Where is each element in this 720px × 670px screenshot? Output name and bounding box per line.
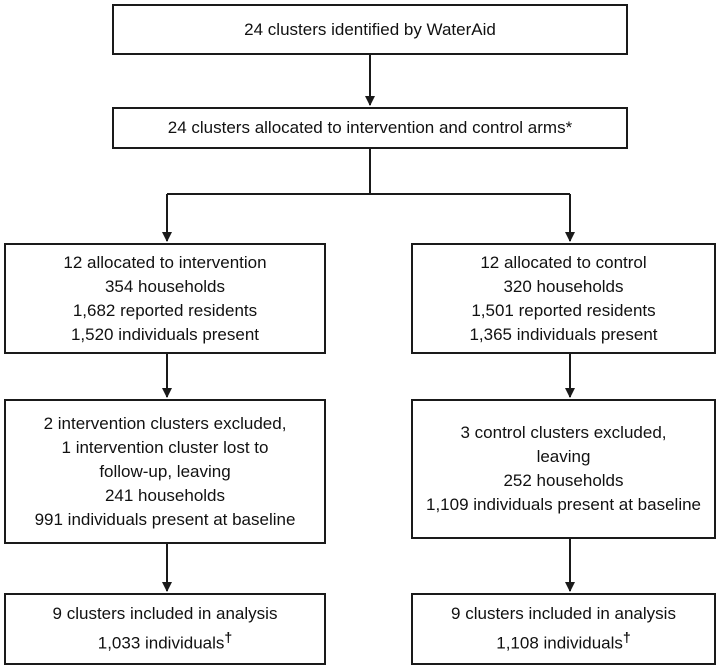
box-text-line: 24 clusters identified by WaterAid	[244, 19, 496, 39]
box-text-line: 1,682 reported residents	[72, 300, 258, 320]
box-text-line: 1 intervention cluster lost to	[61, 437, 269, 457]
box-text-line: 991 individuals present at baseline	[34, 509, 296, 529]
box-text-line: 3 control clusters excluded,	[460, 423, 667, 442]
individuals-count: 1,033 individuals	[97, 633, 225, 653]
box-text-line: 1,501 reported residents	[471, 300, 656, 320]
box-intervention-arm: 12 allocated to intervention 354 househo…	[4, 243, 326, 354]
box-clusters-allocated: 24 clusters allocated to intervention an…	[112, 107, 628, 149]
box-text-line: follow-up, leaving	[99, 461, 231, 481]
box-text-line: 1,033 individuals†	[98, 626, 233, 656]
box-text-line: leaving	[536, 447, 591, 466]
box-control-excluded: 3 control clusters excluded, leaving 252…	[411, 399, 716, 539]
box-text-line: 12 allocated to intervention	[63, 252, 267, 272]
box-text-line: 354 households	[104, 276, 226, 296]
box-text-line: 9 clusters included in analysis	[451, 604, 676, 624]
box-text-line: 1,520 individuals present	[70, 324, 260, 344]
box-text-line: 252 households	[503, 471, 624, 490]
box-clusters-identified: 24 clusters identified by WaterAid	[112, 4, 628, 55]
box-text-line: 24 clusters allocated to intervention an…	[167, 118, 573, 137]
box-text-line: 1,109 individuals present at baseline	[425, 495, 702, 514]
dagger-footnote-mark: †	[622, 630, 631, 647]
box-text-line: 241 households	[104, 485, 226, 505]
box-control-analysis: 9 clusters included in analysis 1,108 in…	[411, 593, 716, 665]
box-text-line: 1,365 individuals present	[469, 324, 658, 344]
dagger-footnote-mark: †	[224, 630, 233, 647]
box-text-line: 2 intervention clusters excluded,	[43, 413, 287, 433]
box-text-line: 12 allocated to control	[480, 252, 647, 272]
box-intervention-analysis: 9 clusters included in analysis 1,033 in…	[4, 593, 326, 665]
box-intervention-excluded: 2 intervention clusters excluded, 1 inte…	[4, 399, 326, 544]
box-text-line: 1,108 individuals†	[496, 626, 631, 656]
box-text-line: 320 households	[503, 276, 624, 296]
box-control-arm: 12 allocated to control 320 households 1…	[411, 243, 716, 354]
individuals-count: 1,108 individuals	[496, 633, 623, 653]
box-text-line: 9 clusters included in analysis	[52, 604, 278, 624]
